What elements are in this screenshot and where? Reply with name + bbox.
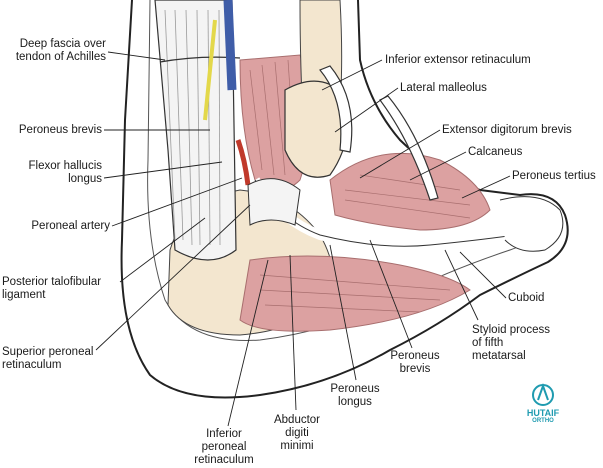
label-inferior-extensor: Inferior extensor retinaculum [385,54,531,66]
extensor-digitorum-muscle [329,152,491,231]
label-peroneus-longus: Peroneus longus [330,383,380,408]
label-posterior-talofibular: Posterior talofibular ligament [2,276,102,301]
leader-lines [95,51,511,427]
label-inferior-peroneal: Inferior peroneal retinaculum [194,428,254,466]
edb-fibers [344,174,471,219]
abductor-digiti-muscle [239,255,471,332]
label-peroneus-brevis-upper: Peroneus brevis [18,124,102,136]
label-lateral-malleolus: Lateral malleolus [400,82,487,94]
peroneal-artery-vessel [235,139,251,186]
extensor-retinaculum [319,65,439,201]
label-calcaneus: Calcaneus [468,146,523,158]
label-extensor-digitorum: Extensor digitorum brevis [442,124,572,136]
label-superior-peroneal: Superior peroneal retinaculum [2,346,94,371]
superior-retinaculum [247,178,301,226]
sural-nerve [203,19,217,121]
label-deep-fascia: Deep fascia over tendon of Achilles [15,38,106,63]
logo-name: HUTAIF [526,408,560,418]
fascia-striations [164,9,221,246]
logo-tagline: ORTHO [532,418,554,424]
logo-mark [532,383,554,406]
label-abductor-digiti: Abductor digiti minimi [273,414,321,452]
label-styloid-process: Styloid process of fifth metatarsal [472,324,550,362]
label-peroneus-brevis-lower: Peroneus brevis [390,350,440,375]
label-peroneal-artery: Peroneal artery [31,220,110,232]
vein [223,0,237,91]
label-flexor-hallucis: Flexor hallucis longus [28,160,103,185]
label-cuboid: Cuboid [508,292,545,304]
toes [499,196,564,252]
label-peroneus-tertius: Peroneus tertius [512,170,596,182]
